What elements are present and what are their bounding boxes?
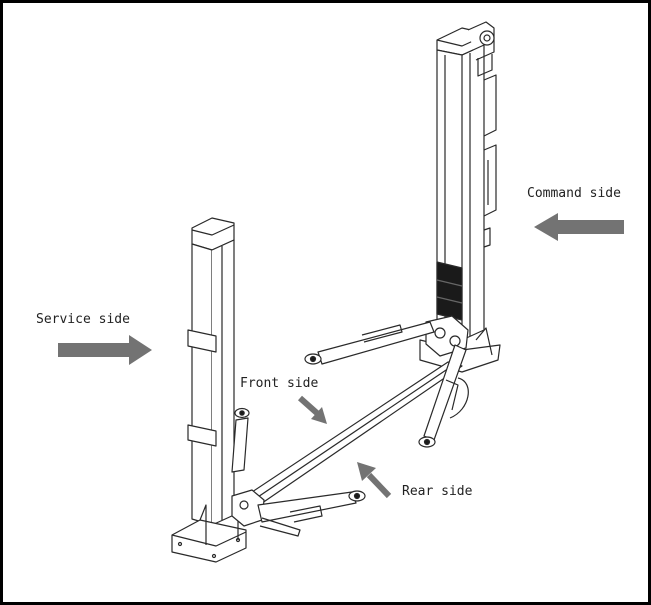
command-carriage — [436, 261, 463, 321]
rear-side-arrow — [357, 462, 392, 499]
front-side-label: Front side — [240, 376, 319, 391]
command-side-arrow — [534, 213, 624, 241]
motor — [467, 21, 495, 77]
rear-side-label: Rear side — [402, 484, 473, 499]
service-arms — [231, 407, 366, 537]
service-side-arrow — [58, 335, 152, 365]
command-column — [419, 21, 501, 373]
service-column — [171, 217, 247, 563]
arrows — [58, 213, 624, 499]
command-side-label: Command side — [527, 186, 621, 201]
front-side-arrow — [298, 395, 327, 424]
command-arms — [304, 315, 469, 448]
service-side-label: Service side — [36, 312, 130, 327]
